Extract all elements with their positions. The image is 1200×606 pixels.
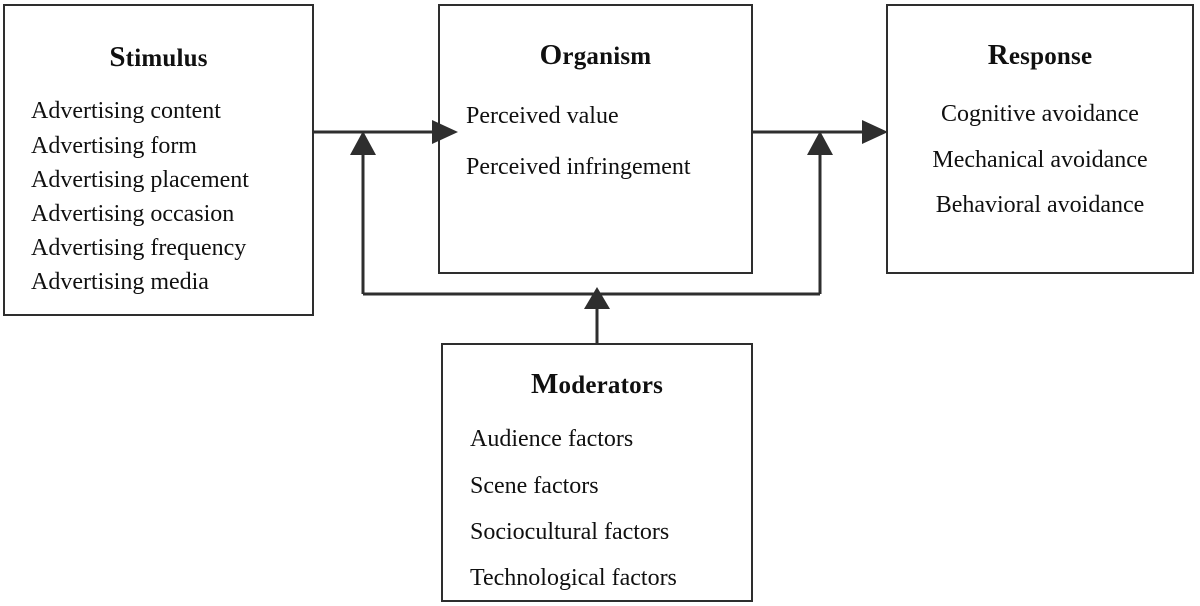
node-response[interactable]: Response Cognitive avoidance Mechanical … [886,4,1194,274]
list-item: Perceived value [466,103,619,130]
list-item: Advertising frequency [31,234,247,261]
node-organism-title: Organism [539,39,652,71]
list-item: Advertising occasion [31,200,235,227]
list-item: Mechanical avoidance [932,146,1148,173]
list-item: Cognitive avoidance [941,101,1139,128]
node-organism-items: Perceived value Perceived infringement [440,102,751,181]
arrowhead-moderators-to-bus-icon [584,287,610,309]
list-item: Advertising media [31,268,209,295]
list-item: Advertising content [31,98,221,125]
list-item: Behavioral avoidance [935,192,1145,219]
node-stimulus[interactable]: Stimulus Advertising content Advertising… [3,4,314,316]
arrowhead-bus-to-organism-response-icon [807,131,833,155]
list-item: Advertising form [31,132,197,159]
list-item: Advertising placement [31,166,249,193]
arrowhead-organism-to-response-icon [862,120,888,144]
node-response-items: Cognitive avoidance Mechanical avoidance… [888,100,1192,219]
list-item: Audience factors [470,426,634,453]
list-item: Perceived infringement [466,153,691,180]
node-response-title: Response [987,39,1093,71]
node-moderators[interactable]: Moderators Audience factors Scene factor… [441,343,753,602]
node-moderators-title: Moderators [530,368,664,400]
list-item: Technological factors [470,565,677,592]
list-item: Scene factors [470,472,599,499]
node-stimulus-title: Stimulus [109,41,208,73]
node-moderators-items: Audience factors Scene factors Sociocult… [443,425,751,592]
arrowhead-bus-to-stimulus-organism-icon [350,131,376,155]
list-item: Sociocultural factors [470,519,670,546]
node-organism[interactable]: Organism Perceived value Perceived infri… [438,4,753,274]
node-stimulus-items: Advertising content Advertising form Adv… [5,94,312,298]
